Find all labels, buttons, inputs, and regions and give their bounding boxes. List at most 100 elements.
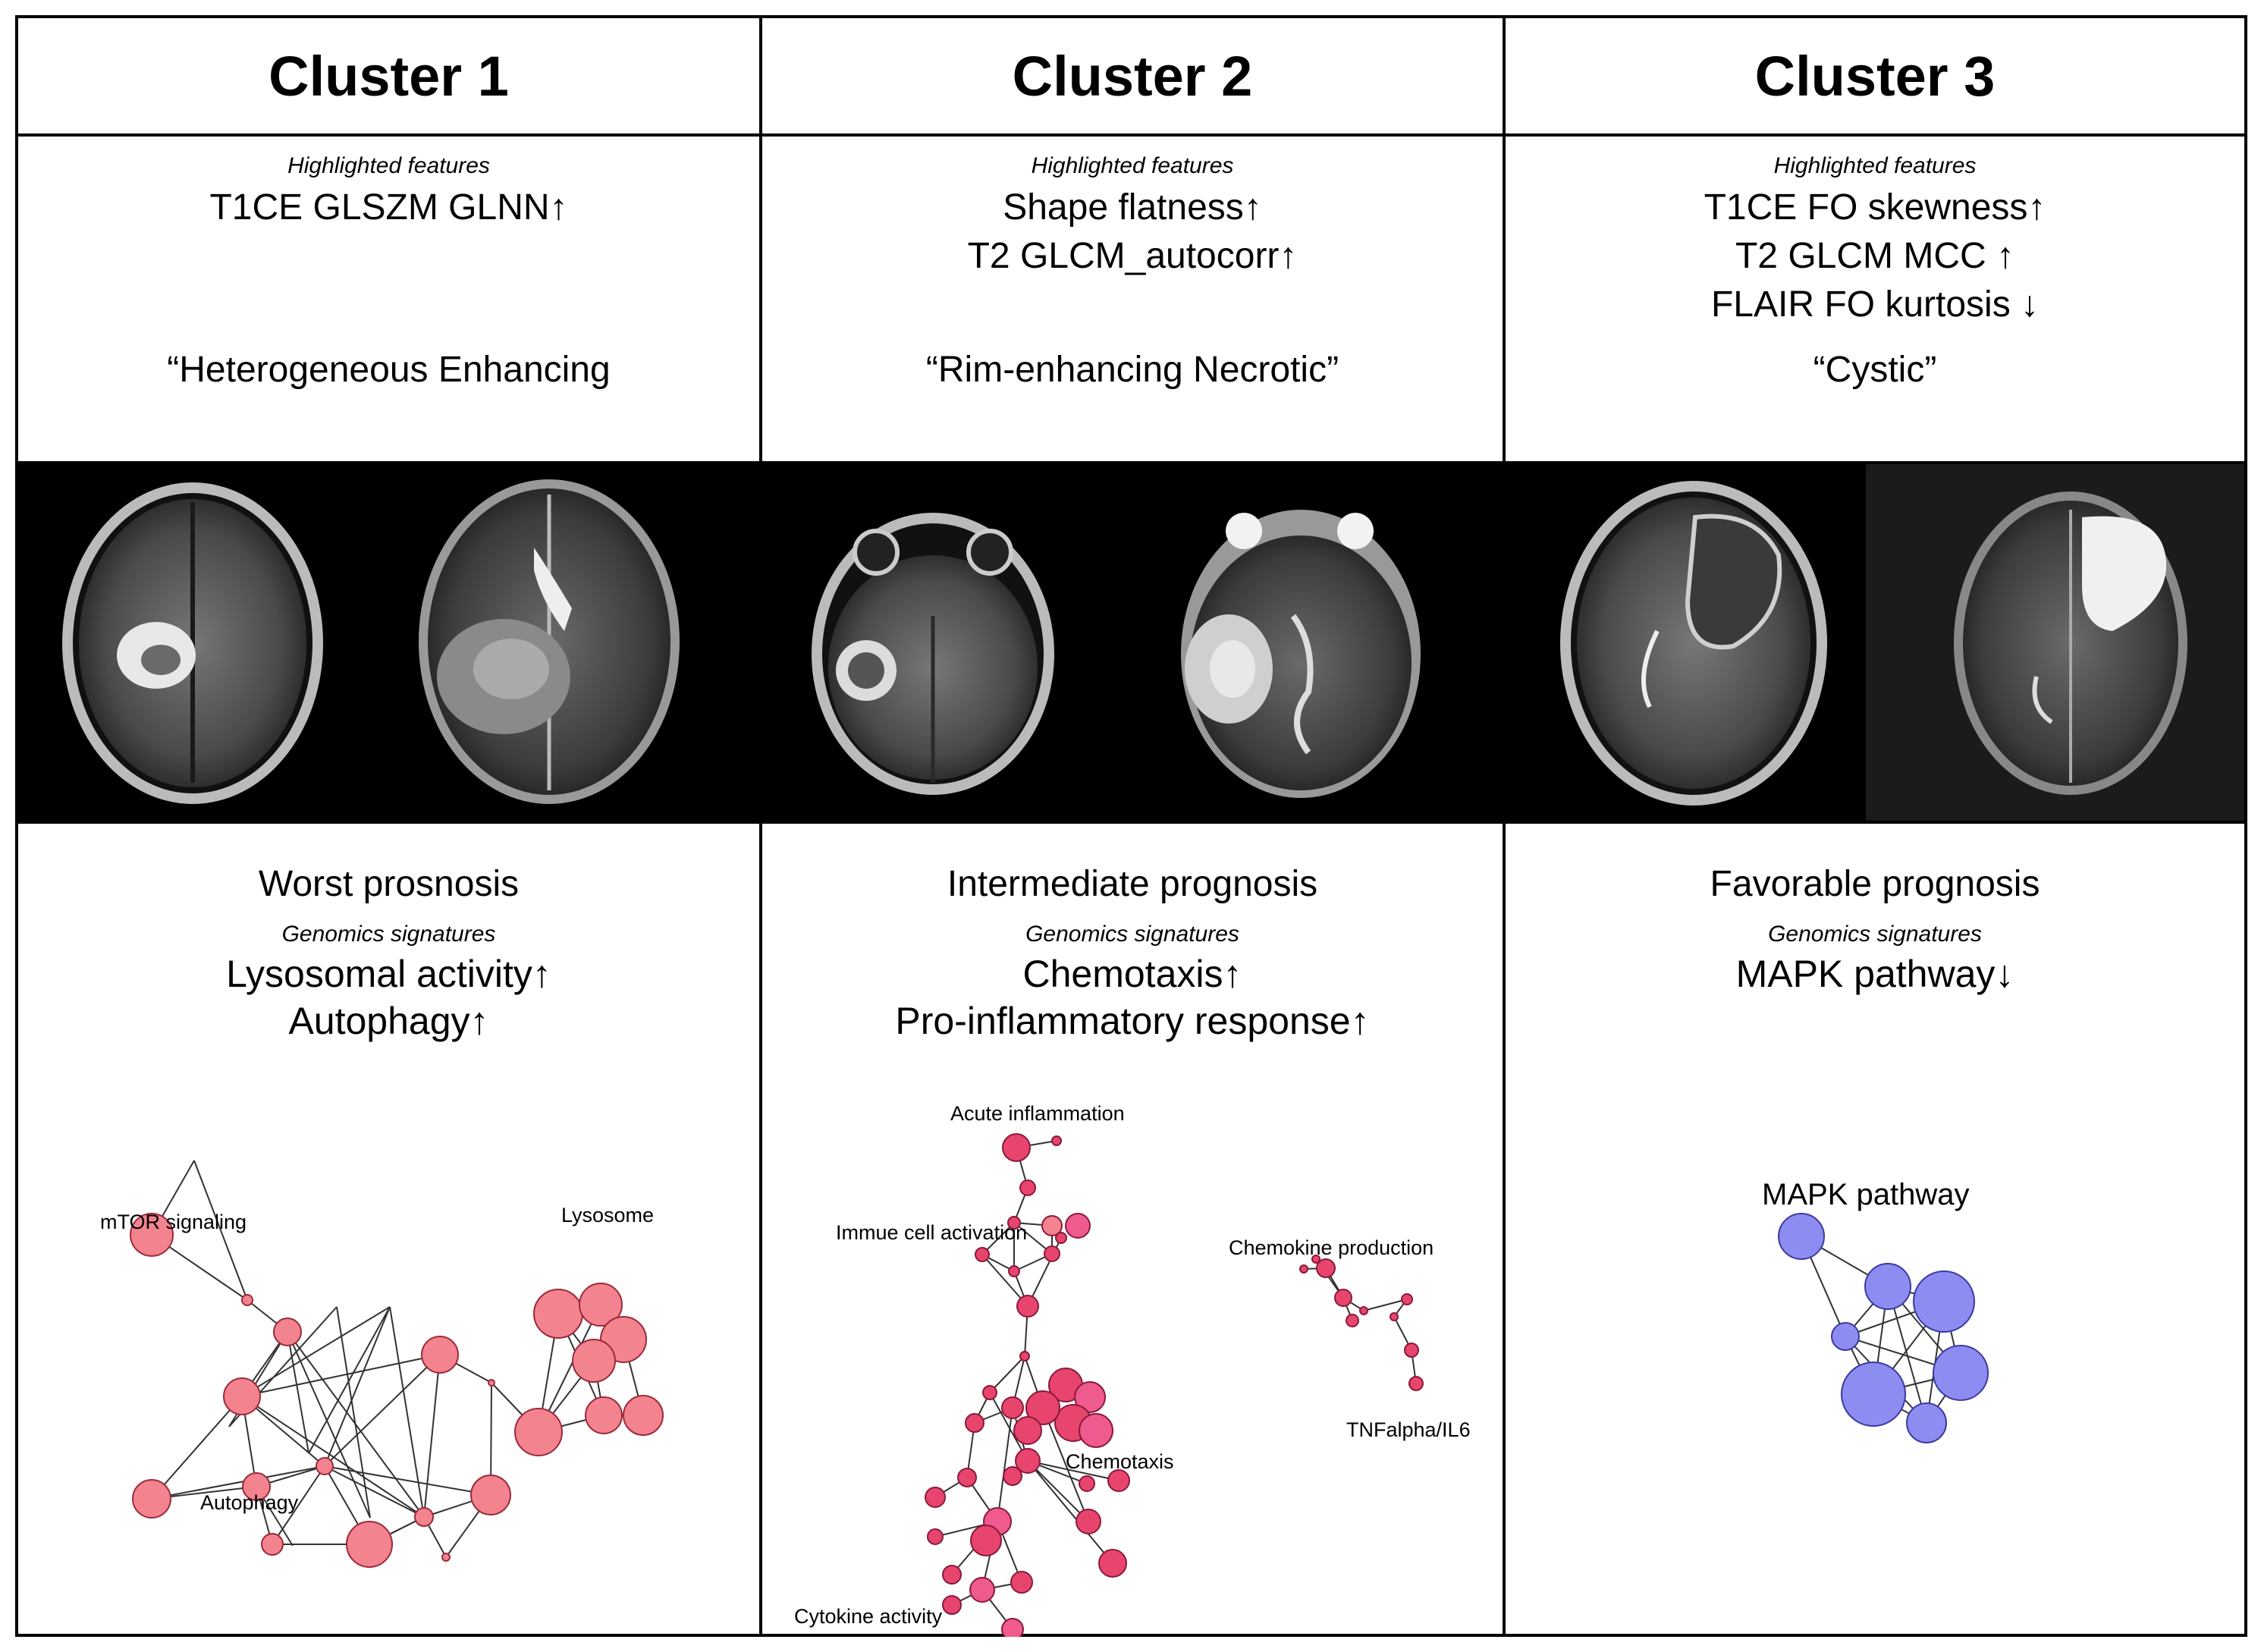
network-node <box>514 1408 563 1456</box>
network-node <box>925 1487 946 1508</box>
network-label-tnfalpha-il6: TNFalpha/IL6 <box>1346 1418 1471 1441</box>
network-label-mapk-pathway: MAPK pathway <box>1762 1178 1969 1211</box>
network-node <box>623 1395 664 1436</box>
network-node <box>1016 1295 1039 1318</box>
cluster-1-network: mTOR signaling Lysosome Autophagy <box>100 1160 664 1568</box>
cluster-3-feature: T2 GLCM MCC ↑ <box>1735 236 2014 276</box>
network-label-acute-inflammation: Acute inflammation <box>950 1102 1125 1125</box>
network-node <box>927 1528 944 1545</box>
network-node <box>1316 1258 1336 1278</box>
network-node <box>261 1533 284 1556</box>
network-node <box>1044 1245 1060 1262</box>
cluster-1-phenotype: “Heterogeneous Enhancing <box>167 350 611 390</box>
cluster-1-features-label: Highlighted features <box>287 153 490 178</box>
cluster-2-feature: T2 GLCM_autocorr↑ <box>967 236 1298 276</box>
network-node <box>1055 1232 1067 1244</box>
cluster-summary-figure: Cluster 1 Highlighted features T1CE GLSZ… <box>15 15 2247 1637</box>
network-node <box>223 1377 261 1415</box>
cluster-2-feature: Shape flatness↑ <box>1003 187 1262 228</box>
network-node <box>1334 1289 1352 1307</box>
network-node <box>273 1318 302 1346</box>
cluster-1-column: Cluster 1 Highlighted features T1CE GLSZ… <box>18 18 762 1634</box>
network-node <box>414 1507 434 1527</box>
cluster-3-signature: MAPK pathway↓ <box>1735 953 2014 995</box>
network-node <box>572 1339 616 1383</box>
cluster-1-features-panel: Highlighted features T1CE GLSZM GLNN↑ “H… <box>18 137 759 464</box>
network-node <box>1390 1312 1399 1321</box>
cluster-2-genomics-panel: Intermediate prognosis Genomics signatur… <box>762 824 1503 1637</box>
network-node <box>982 1385 997 1400</box>
cluster-2-genomics-label: Genomics signatures <box>1025 922 1239 947</box>
network-label-mtor: mTOR signaling <box>100 1211 247 1233</box>
cluster-1-genomics-label: Genomics signatures <box>281 922 496 947</box>
cluster-2-network: Acute inflammation Immue cell activation… <box>794 1102 1471 1637</box>
network-node <box>1107 1469 1130 1492</box>
network-node <box>1013 1416 1042 1445</box>
network-node <box>421 1336 459 1374</box>
network-node <box>957 1468 977 1487</box>
network-node <box>942 1595 962 1615</box>
cluster-1-feature: T1CE GLSZM GLNN↑ <box>209 187 568 228</box>
network-node <box>1025 1390 1060 1425</box>
network-node <box>441 1553 451 1562</box>
cluster-2-title: Cluster 2 <box>762 18 1503 137</box>
network-node <box>579 1283 623 1327</box>
network-node <box>1001 1396 1024 1419</box>
network-node <box>132 1479 171 1519</box>
network-label-autophagy: Autophagy <box>200 1491 299 1514</box>
cluster-2-phenotype: “Rim-enhancing Necrotic” <box>925 350 1339 390</box>
network-node <box>1007 1216 1021 1230</box>
network-node <box>1010 1571 1033 1594</box>
network-node <box>1906 1402 1947 1443</box>
network-node <box>942 1565 962 1584</box>
network-node <box>316 1457 334 1475</box>
network-label-chemokine-production: Chemokine production <box>1229 1236 1434 1259</box>
network-node <box>1065 1213 1091 1239</box>
network-node <box>1841 1361 1906 1427</box>
network-node <box>1346 1314 1359 1327</box>
mri-t2-slice-3 <box>1954 492 2187 795</box>
cluster-1-mri-images <box>18 464 759 824</box>
cluster-1-prognosis: Worst prosnosis <box>258 864 520 904</box>
network-node <box>1404 1343 1419 1358</box>
cluster-3-features-panel: Highlighted features T1CE FO skewness↑ T… <box>1506 137 2244 464</box>
network-node <box>1019 1179 1036 1196</box>
network-node <box>1041 1215 1063 1236</box>
cluster-3-prognosis: Favorable prognosis <box>1710 864 2040 904</box>
cluster-3-title: Cluster 3 <box>1506 18 2244 137</box>
cluster-2-column: Cluster 2 Highlighted features Shape fla… <box>762 18 1506 1637</box>
cluster-1-signature: Autophagy↑ <box>288 1000 489 1042</box>
network-node <box>1778 1213 1825 1260</box>
cluster-2-signature: Pro-inflammatory response↑ <box>895 1000 1370 1042</box>
network-node <box>965 1413 984 1433</box>
cluster-1-network-nodes <box>130 1213 664 1568</box>
cluster-3-network: MAPK pathway <box>1762 1178 1989 1443</box>
network-node <box>1831 1322 1860 1351</box>
network-node <box>1079 1475 1095 1492</box>
cluster-1-signature: Lysosomal activity↑ <box>226 953 551 995</box>
network-node <box>346 1521 393 1568</box>
cluster-3-genomics-panel: Favorable prognosis Genomics signatures … <box>1506 824 2244 1634</box>
cluster-3-feature: FLAIR FO kurtosis ↓ <box>1710 284 2040 325</box>
network-node <box>1299 1264 1308 1274</box>
network-node <box>970 1525 1002 1556</box>
network-node <box>969 1577 995 1603</box>
network-node <box>1051 1135 1062 1146</box>
network-node <box>1359 1306 1368 1315</box>
network-node <box>488 1379 495 1387</box>
network-node <box>1003 1466 1022 1486</box>
network-node <box>1401 1293 1413 1305</box>
cluster-3-genomics-label: Genomics signatures <box>1768 922 1982 947</box>
network-node <box>1001 1618 1024 1637</box>
network-node <box>130 1213 174 1257</box>
network-node <box>1913 1270 1975 1333</box>
cluster-1-title: Cluster 1 <box>18 18 759 137</box>
cluster-3-mri-images <box>1506 464 2244 824</box>
network-node <box>1002 1133 1031 1162</box>
cluster-2-features-label: Highlighted features <box>1031 153 1234 178</box>
mri-t1ce-slice-1 <box>62 482 323 804</box>
cluster-3-column: Cluster 3 Highlighted features T1CE FO s… <box>1506 18 2244 1634</box>
network-label-immune-cell-activation: Immue cell activation <box>836 1221 1027 1244</box>
mri-t1ce-slice-2 <box>812 513 1054 795</box>
network-node <box>1076 1509 1101 1534</box>
